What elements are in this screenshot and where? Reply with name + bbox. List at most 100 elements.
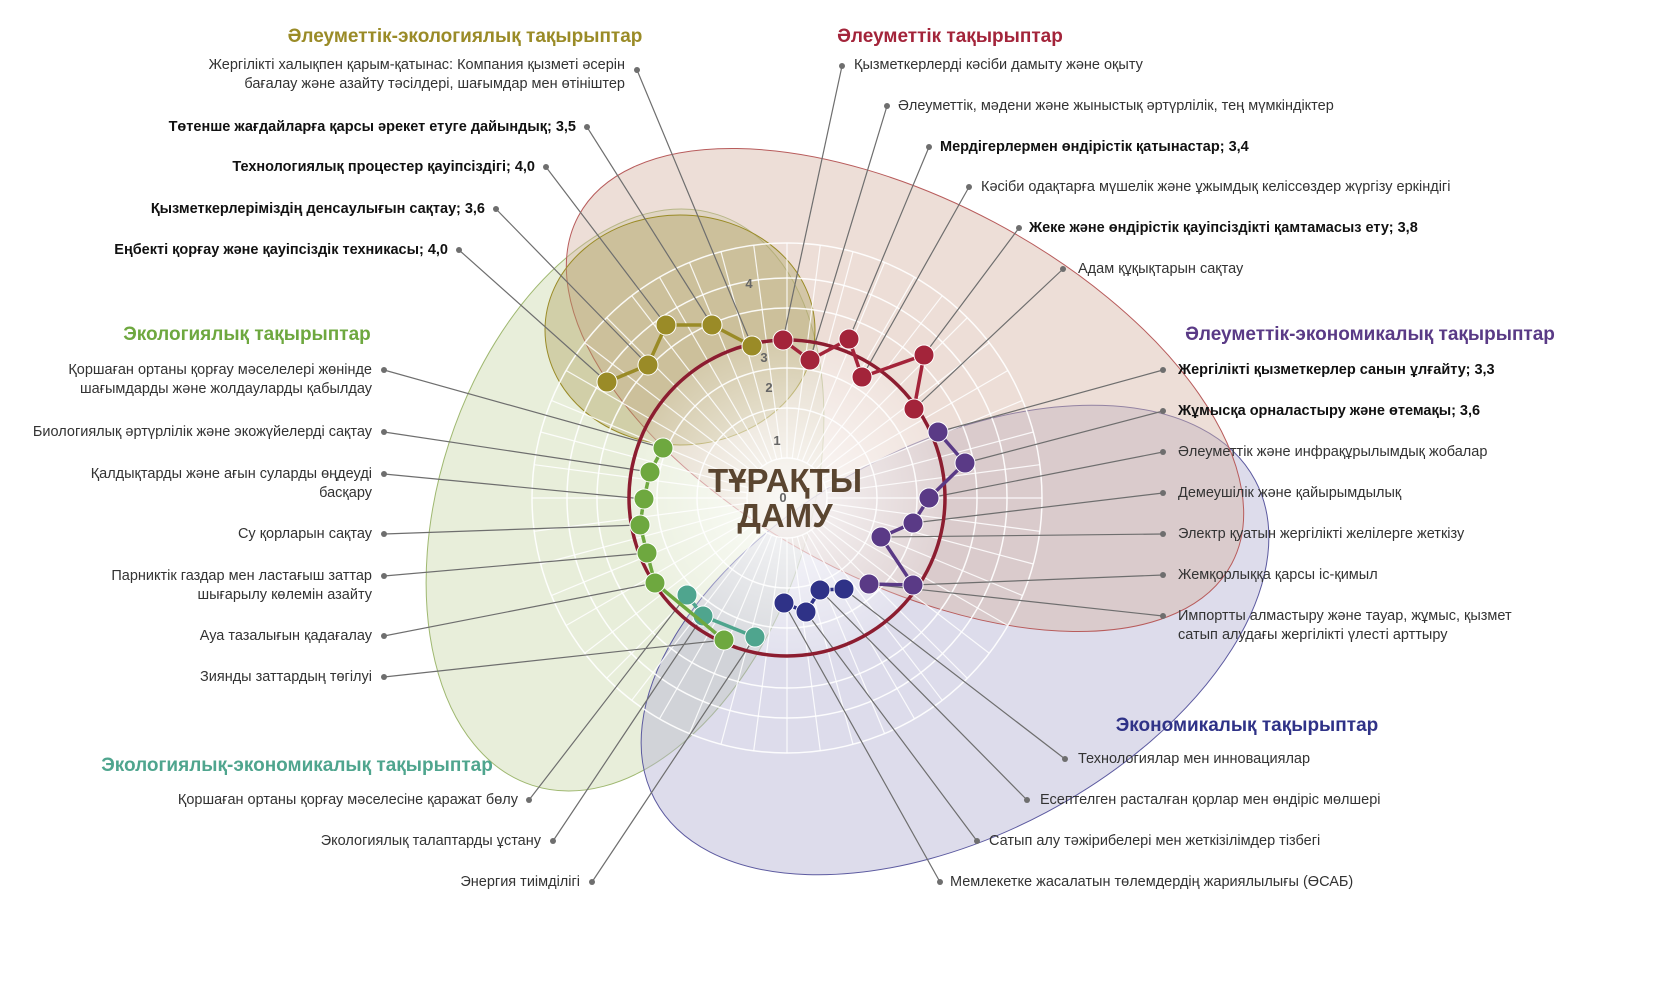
topic-label-line: Жұмысқа орналастыру және өтемақы; 3,6 [1177,403,1480,419]
eco-topic-marker [644,572,666,594]
topic-label: Кәсіби одақтарға мүшелік және ұжымдық ке… [981,179,1450,195]
scale-tick-label: 1 [773,433,780,448]
social-topic-marker [838,328,860,350]
topic-label-line: Электр қуатын жергілікті желілерге жеткі… [1178,526,1465,542]
leader-line [843,588,1066,760]
social-topic-marker [772,329,794,351]
leader-end-dot [381,531,387,537]
leader-line [848,146,930,340]
leader-end-dot [550,838,556,844]
topic-label: Еңбекті қорғау және қауіпсіздік техникас… [114,242,448,258]
eco-topic-marker [636,542,658,564]
leader-end-dot [1160,490,1166,496]
topic-label: Адам құқықтарын сақтау [1078,261,1244,277]
leader-end-dot [926,144,932,150]
leader-end-dot [381,633,387,639]
socio-econ-topic-marker [954,452,976,474]
leader-line [782,65,843,341]
socio-eco-topic-marker [596,371,618,393]
topic-series [596,314,976,651]
leader-end-dot [966,184,972,190]
topic-label-line: басқару [319,485,373,501]
eco-topic-marker [652,437,674,459]
topic-label-line: Экологиялық талаптарды ұстану [321,833,542,849]
leader-line [819,589,1028,801]
topic-label: Импортты алмастыру және тауар, жұмыс, қы… [1178,608,1512,643]
topic-label: Демеушілік және қайырымдылық [1178,485,1402,501]
eco-econ-group-title: Экологиялық-экономикалық тақырыптар [101,755,493,776]
leader-end-dot [1160,449,1166,455]
leader-end-dot [634,67,640,73]
leader-line [591,636,756,883]
topic-label-line: Жемқорлыққа қарсы іс-қимыл [1178,567,1378,583]
scale-tick-label: 0 [779,490,786,505]
topic-label-line: Төтенше жағдайларға қарсы әрекет етуге д… [169,119,576,135]
socio-eco-group-title: Әлеуметтік-экологиялық тақырыптар [288,26,643,47]
topic-label-line: Қоршаған ортаны қорғау мәселесіне қаража… [178,792,519,808]
social-topic-marker [903,398,925,420]
topic-label: Электр қуатын жергілікті желілерге жеткі… [1178,526,1465,542]
topic-label: Қызметкерлеріміздің денсаулығын сақтау; … [151,201,485,217]
leader-line [383,552,648,577]
leader-end-dot [1160,531,1166,537]
topic-label-line: Есептелген расталған қорлар мен өндіріс … [1040,792,1381,808]
topic-label: Энергия тиімділігі [460,874,580,890]
leader-end-dot [493,206,499,212]
topic-label: Технологиялар мен инновациялар [1078,751,1310,767]
topic-label-line: Жергілікті халықпен қарым-қатынас: Компа… [209,57,625,73]
socio-econ-topic-marker [902,512,924,534]
econ-topic-marker [809,579,831,601]
topic-label-line: бағалау және азайту тәсілдері, шағымдар … [244,76,625,92]
leader-end-dot [1060,266,1066,272]
topic-label-line: шағымдарды және жолдауларды қабылдау [80,381,373,397]
leader-lines [381,63,1166,885]
socio-econ-topic-marker [858,573,880,595]
leader-line [964,410,1164,464]
socio-eco-topic-marker [741,335,763,357]
leader-line [783,602,941,883]
leader-end-dot [1024,797,1030,803]
leader-end-dot [381,674,387,680]
social-topic-marker [799,349,821,371]
topic-label-line: Жеке және өндірістік қауіпсіздікті қамта… [1028,220,1418,236]
topic-label-line: Зиянды заттардың төгілуі [200,669,372,685]
topic-label-line: Энергия тиімділігі [460,874,580,890]
leader-line [937,369,1164,433]
socio-econ-topic-marker [918,487,940,509]
topic-label-line: Биологиялық әртүрлілік және экожүйелерді… [33,424,373,440]
leader-line [586,126,713,326]
eco-group-title: Экологиялық тақырыптар [123,324,371,345]
topic-label: Мемлекетке жасалатын төлемдердің жариялы… [950,874,1353,890]
social-topic-marker [913,344,935,366]
leader-line [383,524,641,535]
leader-line [913,268,1064,410]
eco-topic-marker [713,629,735,651]
topic-label: Экологиялық талаптарды ұстану [321,833,542,849]
topic-label-line: Жергілікті қызметкерлер санын ұлғайту; 3… [1177,362,1495,378]
socio-eco-topic-marker [637,354,659,376]
topic-label-line: Сатып алу тәжірибелері мен жеткізілімдер… [989,833,1320,849]
socio-econ-topic-marker [902,574,924,596]
topic-label-line: Қалдықтарды және ағын суларды өңдеуді [91,466,372,482]
leader-line [861,186,970,378]
social-topic-marker [851,366,873,388]
topic-labels: Жергілікті халықпен қарым-қатынас: Компа… [33,57,1512,890]
topic-label: Әлеуметтік, мәдени және жыныстық әртүрлі… [898,98,1334,114]
topic-label: Есептелген расталған қорлар мен өндіріс … [1040,792,1381,808]
eco-topic-marker [639,461,661,483]
leader-line [458,249,608,383]
leader-end-dot [381,429,387,435]
econ-group-title: Экономикалық тақырыптар [1116,715,1379,736]
topic-label: Жергілікті қызметкерлер санын ұлғайту; 3… [1177,362,1495,378]
topic-label: Төтенше жағдайларға қарсы әрекет етуге д… [169,119,576,135]
topic-label: Технологиялық процестер қауіпсіздігі; 4,… [232,159,535,175]
topic-label: Жеке және өндірістік қауіпсіздікті қамта… [1028,220,1418,236]
topic-label: Ауа тазалығын қадағалау [200,628,373,644]
leader-line [636,69,753,347]
leader-end-dot [381,471,387,477]
leader-end-dot [1062,756,1068,762]
leader-end-dot [1160,613,1166,619]
